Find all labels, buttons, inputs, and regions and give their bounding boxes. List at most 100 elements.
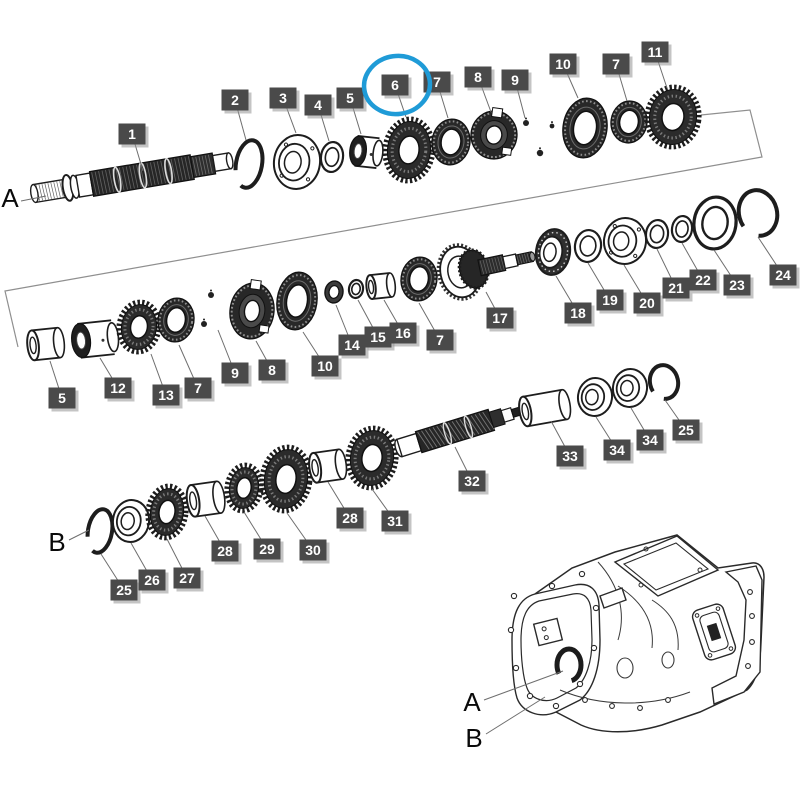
part-10-drawing: [562, 97, 608, 159]
part-10-drawing: [276, 271, 318, 331]
part-13-drawing: [116, 299, 162, 355]
part-9-drawing: [201, 318, 207, 327]
callout-number: 34: [609, 442, 625, 458]
callout-8: 8: [464, 66, 495, 113]
callout-6: 6: [381, 74, 412, 118]
callout-15: 15: [357, 299, 395, 351]
part-7-drawing: [610, 100, 648, 144]
part-4-drawing: [319, 140, 345, 174]
callout-22: 22: [681, 242, 720, 294]
part-9-drawing: [536, 147, 544, 157]
callout-18: 18: [555, 275, 595, 327]
callout-number: 7: [612, 56, 620, 72]
part-34-drawing: [611, 368, 649, 408]
callout-14: 14: [335, 304, 369, 359]
callout-number: 34: [642, 432, 658, 448]
callout-number: 30: [305, 542, 321, 558]
part-5-drawing: [26, 326, 66, 362]
callout-number: 7: [194, 380, 202, 396]
callout-number: 3: [279, 90, 287, 106]
ref-letter-text-B-housing: B: [465, 723, 482, 753]
callout-17: 17: [485, 291, 517, 332]
callout-number: 26: [144, 572, 160, 588]
callout-number: 10: [317, 358, 333, 374]
callout-32: 32: [454, 446, 489, 495]
callout-number: 31: [387, 513, 403, 529]
callout-16: 16: [383, 299, 420, 347]
callout-9: 9: [217, 329, 252, 387]
part-32-drawing: [394, 406, 522, 458]
input-shaft-body: [29, 152, 234, 204]
part-3-drawing: [272, 134, 322, 190]
part-12-drawing: [71, 319, 120, 359]
callout-number: 19: [602, 292, 618, 308]
part-9-drawing: [549, 121, 555, 129]
assembly-ghost-outline: [4, 109, 763, 348]
callout-number: 9: [511, 72, 519, 88]
callout-number: 8: [474, 69, 482, 85]
part-7-drawing: [400, 256, 438, 302]
ref-letter-A-housing: A: [463, 670, 564, 717]
housing-bracket: [532, 617, 564, 647]
callout-30: 30: [286, 512, 330, 564]
callout-number: 24: [775, 267, 791, 283]
callout-number: 17: [492, 310, 508, 326]
callout-27: 27: [166, 538, 204, 592]
part-25-drawing: [647, 363, 681, 401]
highlight-circle: [361, 53, 433, 117]
callout-24: 24: [757, 236, 800, 289]
callout-20: 20: [623, 264, 664, 317]
part-26-drawing: [111, 499, 151, 543]
part-21-drawing: [644, 218, 670, 250]
callout-number: 14: [344, 337, 360, 353]
callout-7: 7: [178, 344, 215, 402]
callout-10: 10: [549, 53, 580, 99]
ref-letter-B-housing: B: [465, 696, 546, 753]
callout-8: 8: [255, 340, 289, 384]
callout-number: 25: [678, 422, 694, 438]
callout-number: 33: [562, 448, 578, 464]
part-28-drawing: [308, 448, 348, 484]
callout-number: 16: [395, 325, 411, 341]
callout-31: 31: [371, 488, 412, 535]
parts-layer: [26, 84, 780, 555]
callout-number: 28: [217, 543, 233, 559]
callout-28: 28: [327, 481, 367, 532]
callout-5: 5: [48, 360, 79, 412]
callout-number: 23: [729, 277, 745, 293]
callout-7: 7: [602, 53, 633, 102]
callout-number: 15: [370, 329, 386, 345]
callout-4: 4: [304, 94, 335, 142]
pinion-shaft-body: [436, 243, 536, 301]
callout-number: 5: [58, 390, 66, 406]
callout-28: 28: [204, 515, 242, 565]
callout-number: 22: [695, 272, 711, 288]
part-18-drawing: [534, 228, 572, 276]
part-5-drawing: [349, 135, 384, 169]
callout-26: 26: [130, 542, 169, 594]
callout-1: 1: [118, 123, 149, 172]
callout-11: 11: [641, 41, 672, 89]
callout-number: 20: [639, 295, 655, 311]
part-1-drawing: [29, 152, 234, 204]
countershaft-body: [394, 406, 522, 458]
callout-number: 1: [128, 126, 136, 142]
callout-number: 28: [342, 510, 358, 526]
callout-number: 32: [464, 473, 480, 489]
ref-letter-text-A-housing: A: [463, 687, 481, 717]
part-2-drawing: [233, 138, 265, 190]
callout-23: 23: [713, 249, 754, 299]
callout-25: 25: [100, 553, 141, 604]
callout-number: 7: [433, 74, 441, 90]
callout-34: 34: [595, 416, 634, 464]
callout-12: 12: [99, 357, 135, 402]
callout-number: 4: [314, 97, 322, 113]
callout-number: 13: [158, 387, 174, 403]
callout-19: 19: [587, 262, 627, 314]
callout-number: 9: [231, 365, 239, 381]
callout-29: 29: [243, 511, 284, 563]
part-22-drawing: [670, 214, 694, 244]
